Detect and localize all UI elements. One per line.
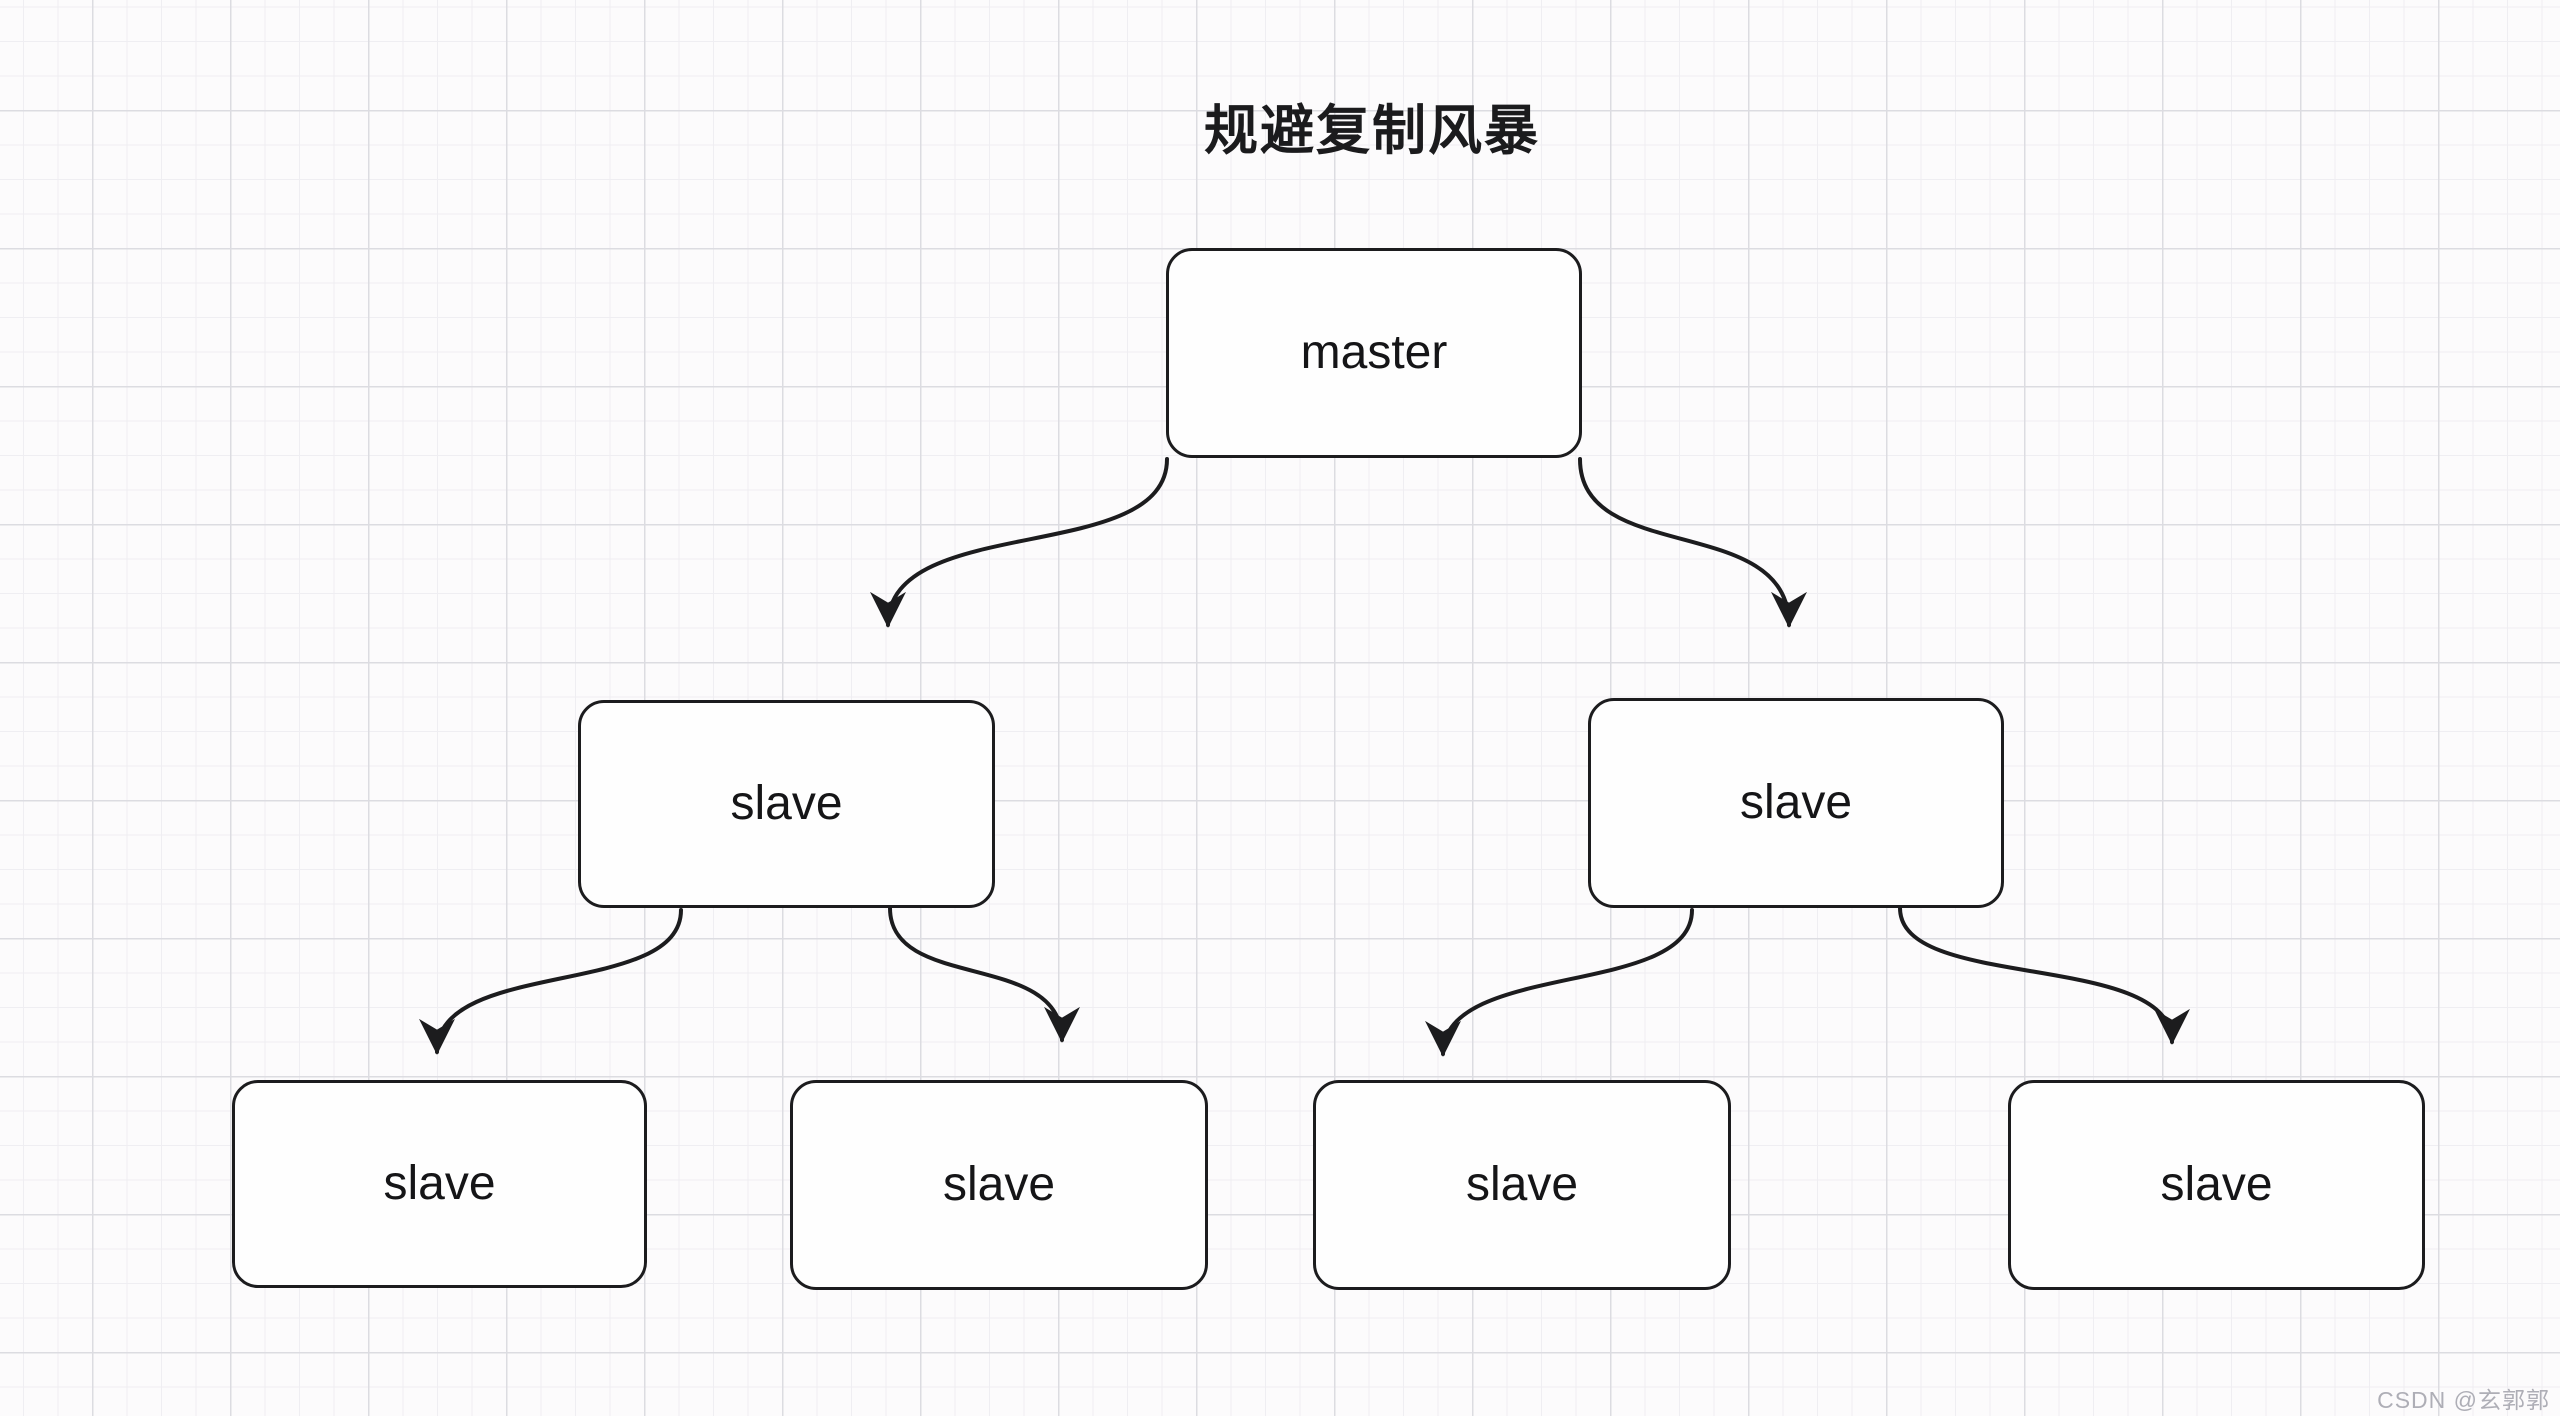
node-slave-1: slave (232, 1080, 647, 1288)
node-slave-4-label: slave (2160, 1158, 2273, 1211)
edge-master-to-slave-left (870, 457, 1169, 628)
node-master-label: master (1300, 326, 1448, 379)
node-slave-3-label: slave (1465, 1158, 1579, 1211)
node-slave-left: slave (578, 700, 995, 908)
edge-slave-right-to-slave-3 (1425, 908, 1694, 1057)
watermark: CSDN @玄郭郭 (2377, 1387, 2550, 1413)
node-slave-2-label: slave (942, 1158, 1056, 1211)
node-slave-1-label: slave (383, 1157, 496, 1210)
node-slave-right: slave (1588, 698, 2004, 908)
node-slave-2: slave (790, 1080, 1208, 1290)
edge-slave-left-to-slave-1 (419, 908, 683, 1055)
edge-master-to-slave-right (1578, 457, 1807, 628)
node-slave-4: slave (2008, 1080, 2425, 1290)
node-slave-right-label: slave (1739, 776, 1853, 829)
node-slave-left-label: slave (730, 777, 843, 830)
node-master: master (1166, 248, 1582, 458)
edge-slave-right-to-slave-4 (1898, 906, 2190, 1045)
diagram-title: 规避复制风暴 (1204, 101, 1540, 161)
node-slave-3: slave (1313, 1080, 1731, 1290)
edge-slave-left-to-slave-2 (888, 906, 1080, 1043)
